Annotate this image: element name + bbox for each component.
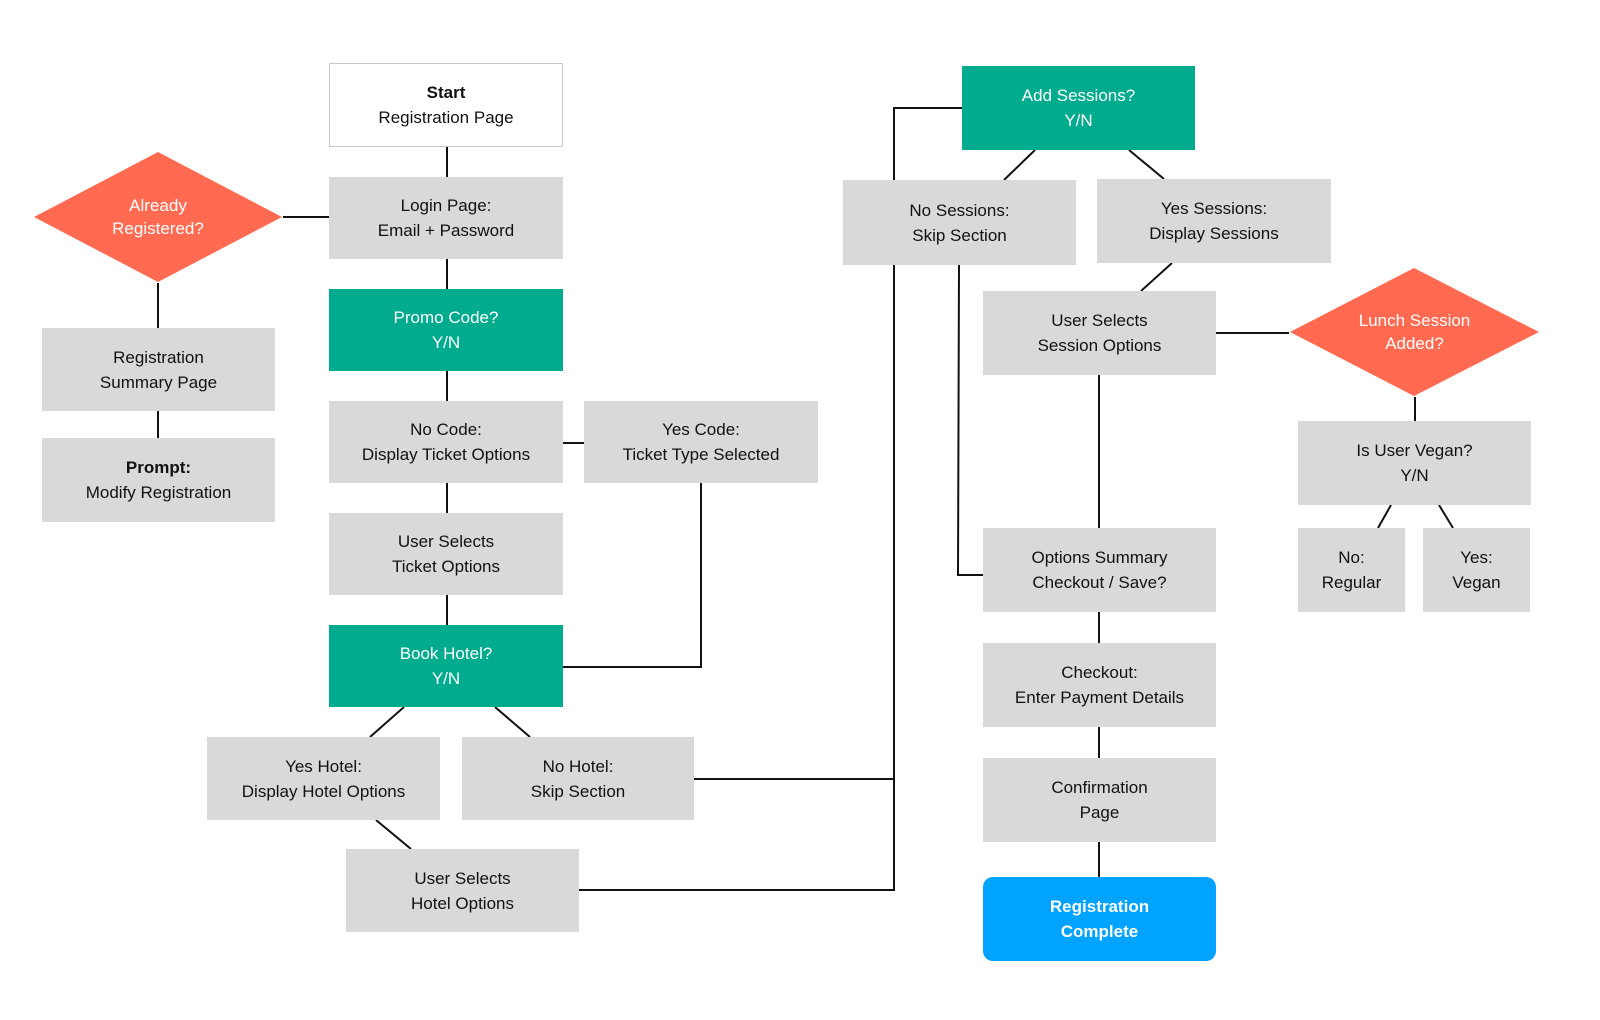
login-page-node: Login Page:Email + Password: [329, 177, 563, 259]
connector: [956, 264, 983, 576]
no-hotel-node: No Hotel:Skip Section: [462, 737, 694, 820]
connector: [1128, 149, 1165, 180]
no-code-node: No Code:Display Ticket Options: [329, 401, 563, 483]
checkout-node: Checkout:Enter Payment Details: [983, 643, 1216, 727]
connector: [563, 483, 702, 668]
yes-sessions-node: Yes Sessions:Display Sessions: [1097, 179, 1331, 263]
prompt-modify-node: Prompt:Modify Registration: [42, 438, 275, 522]
no-sessions-node: No Sessions:Skip Section: [843, 180, 1076, 265]
promo-code-decision: Promo Code?Y/N: [329, 289, 563, 371]
vegan-question-node: Is User Vegan?Y/N: [1298, 421, 1531, 505]
connector: [1140, 262, 1173, 292]
yes-hotel-node: Yes Hotel:Display Hotel Options: [207, 737, 440, 820]
diamond-shape: [1290, 268, 1539, 396]
connector: [1003, 149, 1036, 181]
diamond-shape: [34, 152, 282, 282]
yes-vegan-node: Yes:Vegan: [1423, 528, 1530, 612]
yes-code-node: Yes Code:Ticket Type Selected: [584, 401, 818, 483]
connector: [1377, 504, 1392, 529]
connector: [579, 107, 962, 891]
connector: [369, 706, 405, 738]
add-sessions-decision: Add Sessions?Y/N: [962, 66, 1195, 150]
book-hotel-decision: Book Hotel?Y/N: [329, 625, 563, 707]
no-regular-node: No:Regular: [1298, 528, 1405, 612]
connector: [1438, 504, 1454, 529]
connector: [494, 706, 531, 738]
connector: [375, 819, 412, 850]
